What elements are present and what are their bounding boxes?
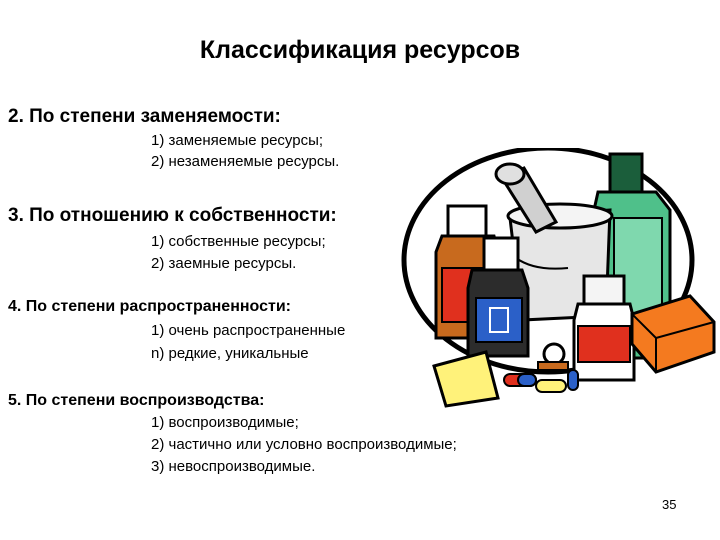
pills-icon (503, 369, 579, 393)
orange-box-icon (630, 294, 716, 374)
section-heading-reproduction: 5. По степени воспроизводства: (8, 392, 265, 409)
section-item: n) редкие, уникальные (151, 345, 309, 362)
red-label-bottle-icon (572, 274, 636, 382)
section-item: 1) заменяемые ресурсы; (151, 132, 324, 149)
section-item: 1) воспроизводимые; (151, 414, 299, 431)
yellow-box-icon (432, 350, 500, 408)
section-item: 2) заемные ресурсы. (151, 255, 297, 272)
section-item: 2) частично или условно воспроизводимые; (151, 436, 457, 453)
pharmacy-illustration (398, 145, 716, 413)
dark-bottle-icon (466, 236, 530, 358)
section-heading-prevalence: 4. По степени распространенности: (8, 298, 291, 315)
pestle-icon (494, 162, 559, 234)
section-item: 3) невоспроизводимые. (151, 458, 316, 475)
ring-icon (537, 342, 569, 371)
slide-title: Классификация ресурсов (199, 36, 521, 64)
section-heading-ownership: 3. По отношению к собственности: (8, 205, 337, 226)
page-number: 35 (662, 497, 677, 512)
section-item: 1) собственные ресурсы; (151, 233, 326, 250)
section-heading-substitutability: 2. По степени заменяемости: (8, 106, 281, 127)
section-item: 1) очень распространенные (151, 322, 346, 339)
pharmacy-bottles-icon (401, 145, 716, 408)
section-item: 2) незаменяемые ресурсы. (151, 153, 340, 170)
